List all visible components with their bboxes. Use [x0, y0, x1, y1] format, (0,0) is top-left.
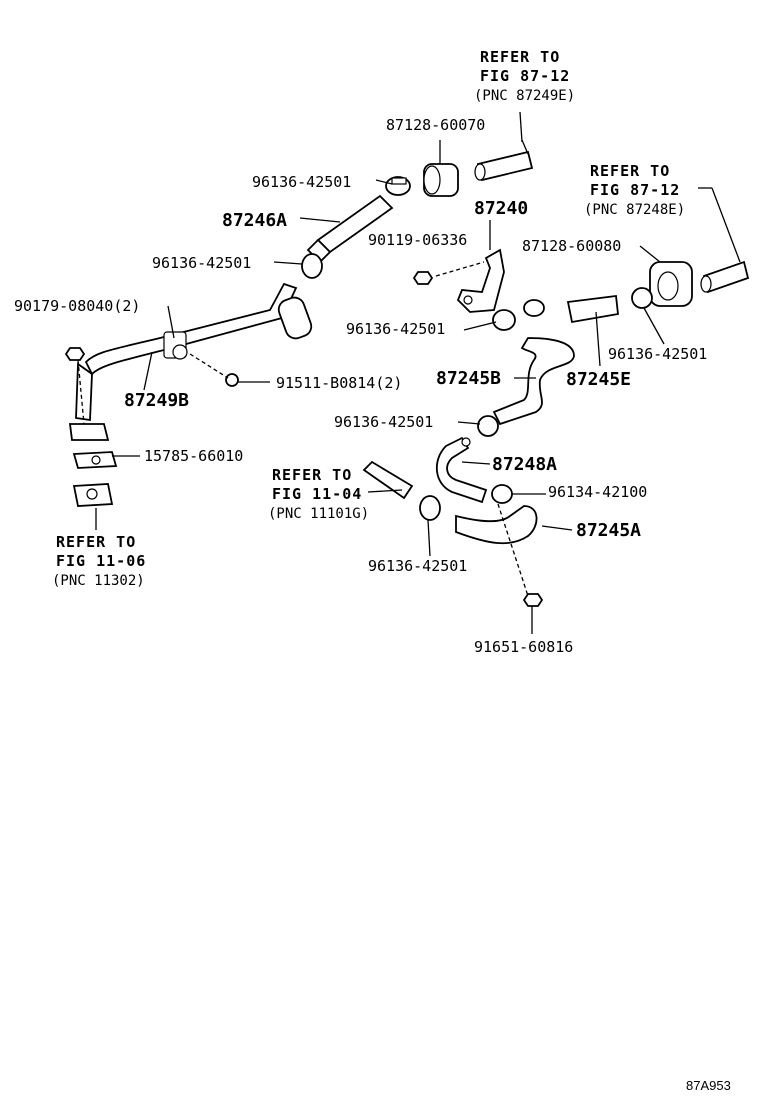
- pipe-87249e: [474, 111, 534, 182]
- bolt-90119: [412, 271, 434, 285]
- pnc-ref-11101g: (PNC 11101G): [268, 506, 369, 522]
- bolt-91511: [225, 373, 239, 387]
- hose-87245e: [566, 294, 619, 324]
- fig-ref-87-12-a: FIG 87-12: [480, 67, 570, 85]
- part-91651-60816: 91651-60816: [474, 638, 573, 656]
- part-87128-60070: 87128-60070: [386, 116, 485, 134]
- bolt-91651: [522, 593, 544, 607]
- grommet-87128-60070: [423, 140, 459, 197]
- part-87249b: 87249B: [124, 390, 189, 411]
- pipe-87248a: [436, 436, 488, 504]
- gasket-15785: [72, 451, 118, 469]
- tube-11101g: [362, 460, 414, 500]
- part-96136-42501-d: 96136-42501: [608, 345, 707, 363]
- diagram-code: 87A953: [686, 1078, 731, 1093]
- part-96134-42100: 96134-42100: [548, 483, 647, 501]
- pnc-ref-11302: (PNC 11302): [52, 573, 145, 589]
- refer-to-label-87249e: REFER TO: [480, 48, 560, 66]
- fig-ref-11-06: FIG 11-06: [56, 552, 146, 570]
- part-91511-b0814: 91511-B0814(2): [276, 374, 402, 392]
- part-90179-08040: 90179-08040(2): [14, 297, 140, 315]
- part-96136-42501-b: 96136-42501: [152, 254, 251, 272]
- clamp-mid-lower: [477, 415, 499, 437]
- fig-ref-87-12-b: FIG 87-12: [590, 181, 680, 199]
- part-87245e: 87245E: [566, 369, 631, 390]
- part-90119-06336: 90119-06336: [368, 231, 467, 249]
- pnc-ref-87249e: (PNC 87249E): [474, 88, 575, 104]
- hose-87245b: [492, 337, 575, 426]
- nut-90179: [64, 347, 86, 361]
- part-87245b: 87245B: [436, 368, 501, 389]
- part-96136-42501-a: 96136-42501: [252, 173, 351, 191]
- refer-to-label-11302: REFER TO: [56, 533, 136, 551]
- pipe-87249b: [68, 282, 313, 441]
- part-96136-42501-c: 96136-42501: [346, 320, 445, 338]
- part-87245a: 87245A: [576, 520, 641, 541]
- part-87248a: 87248A: [492, 454, 557, 475]
- part-87246a: 87246A: [222, 210, 287, 231]
- clamp-mid: [492, 299, 545, 331]
- refer-to-label-11101g: REFER TO: [272, 466, 352, 484]
- fig-ref-11-04: FIG 11-04: [272, 485, 362, 503]
- part-87128-60080: 87128-60080: [522, 237, 621, 255]
- bracket-87240: [456, 248, 505, 313]
- part-87240: 87240: [474, 198, 528, 219]
- grommet-87128-60080: [649, 261, 693, 307]
- clamp-right: [631, 287, 653, 309]
- hose-87245a: [455, 505, 538, 545]
- clamp-upper: [385, 176, 411, 196]
- part-96136-42501-e: 96136-42501: [334, 413, 433, 431]
- clamp-lower-87246a: [301, 253, 323, 279]
- pipe-87248e: [700, 260, 750, 294]
- flange-11302: [72, 483, 114, 507]
- refer-to-label-87248e: REFER TO: [590, 162, 670, 180]
- part-15785-66010: 15785-66010: [144, 447, 243, 465]
- clamp-96134: [491, 484, 513, 504]
- leader-lines: [77, 179, 741, 634]
- clamp-lower-left: [419, 495, 441, 521]
- pnc-ref-87248e: (PNC 87248E): [584, 202, 685, 218]
- part-96136-42501-f: 96136-42501: [368, 557, 467, 575]
- hose-87246a: [306, 194, 394, 264]
